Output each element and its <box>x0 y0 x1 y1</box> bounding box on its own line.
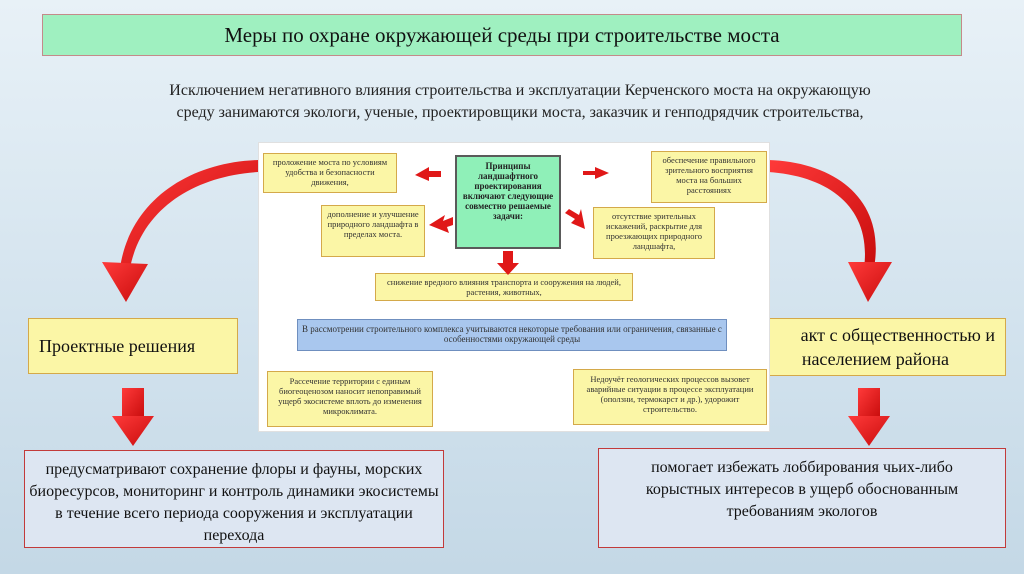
small-arrow-right-mid-icon <box>565 209 585 229</box>
slide-title-text: Меры по охране окружающей среды при стро… <box>224 22 780 47</box>
slide-title: Меры по охране окружающей среды при стро… <box>42 14 962 56</box>
principles-diagram: Принципы ландшафтного проектирования вкл… <box>258 142 770 432</box>
intro-text: Исключением негативного влияния строител… <box>60 80 980 124</box>
diagram-mid-right-box: отсутствие зрительных искажений, раскрыт… <box>593 207 715 259</box>
diagram-bottom-left-box: Рассечение территории с единым биогеоцен… <box>267 371 433 427</box>
intro-line-1: Исключением негативного влияния строител… <box>169 82 871 99</box>
diagram-blue-box: В рассмотрении строительного комплекса у… <box>297 319 727 351</box>
diagram-center-box: Принципы ландшафтного проектирования вкл… <box>455 155 561 249</box>
diagram-top-left-box: проложение моста по условиям удобства и … <box>263 153 397 193</box>
small-arrow-left-top-icon <box>415 167 441 181</box>
left-description: предусматривают сохранение флоры и фауны… <box>29 461 439 544</box>
small-arrow-right-top-icon <box>583 167 609 179</box>
left-down-arrow-icon <box>112 388 154 446</box>
right-description-box: помогает избежать лоббирования чьих-либо… <box>598 448 1006 548</box>
diagram-top-right-box: обеспечение правильного зрительного восп… <box>651 151 767 203</box>
diagram-mid-left-box: дополнение и улучшение природного ландша… <box>321 205 425 257</box>
right-description: помогает избежать лоббирования чьих-либо… <box>645 459 959 520</box>
diagram-arrows <box>415 167 609 275</box>
right-heading-line-2: населением района <box>801 349 949 369</box>
left-curved-arrow-icon <box>102 160 258 302</box>
intro-line-2: среду занимаются экологи, ученые, проект… <box>176 104 864 121</box>
left-description-box: предусматривают сохранение флоры и фауны… <box>24 450 444 548</box>
small-arrow-down-icon <box>497 251 519 275</box>
right-curved-arrow-icon <box>768 160 892 302</box>
left-heading: Проектные решения <box>39 335 196 356</box>
right-down-arrow-icon <box>848 388 890 446</box>
right-heading-box: акт с общественностью и населением район… <box>740 318 1006 376</box>
right-heading-line-1: акт с общественностью и <box>800 325 995 345</box>
small-arrow-left-mid-icon <box>429 215 453 233</box>
diagram-bottom-right-box: Недоучёт геологических процессов вызовет… <box>573 369 767 425</box>
diagram-bottom-center-box: снижение вредного влияния транспорта и с… <box>375 273 633 301</box>
left-heading-box: Проектные решения <box>28 318 238 374</box>
